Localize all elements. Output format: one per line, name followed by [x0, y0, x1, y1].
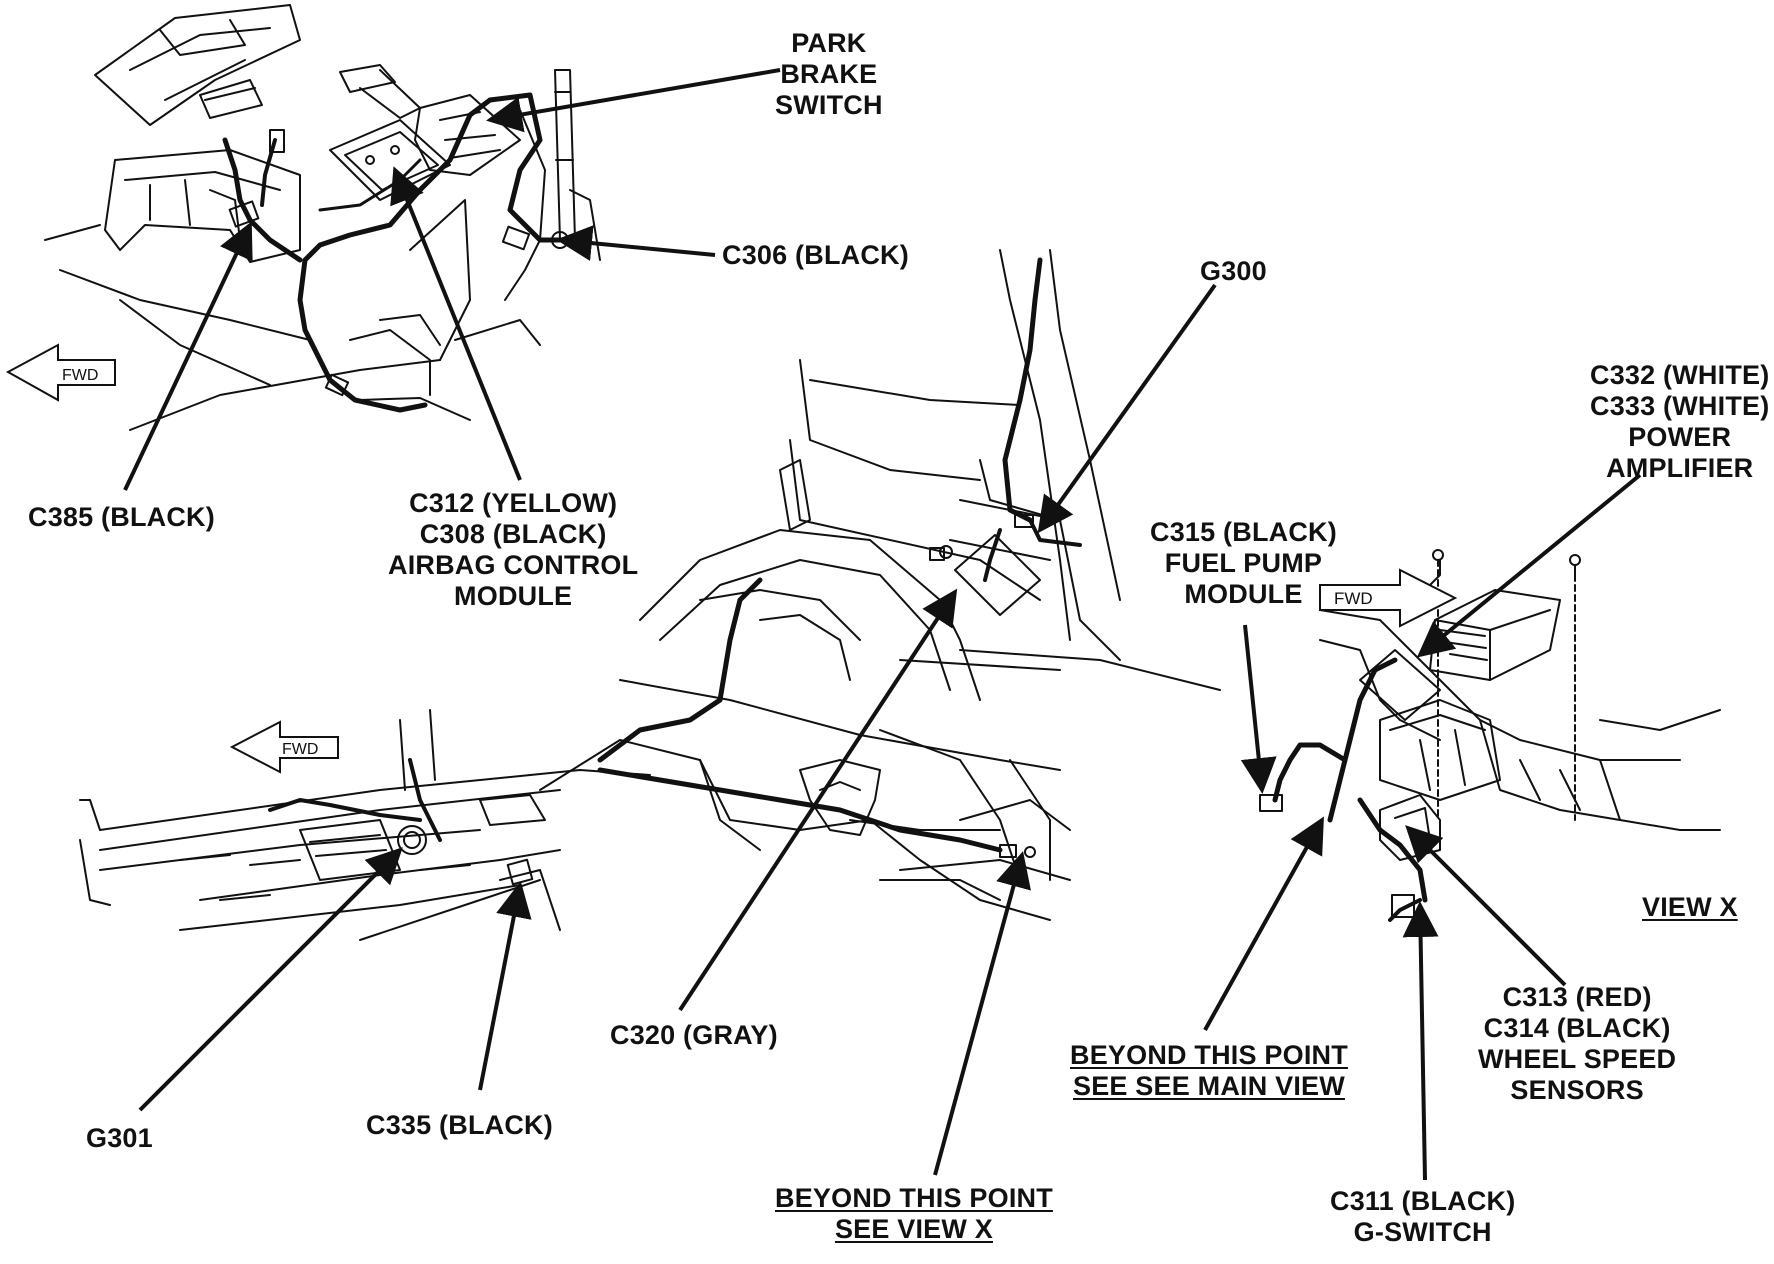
- label-g301: G301: [86, 1123, 153, 1153]
- leader-power-amp: [1416, 473, 1642, 658]
- leader-g301: [138, 847, 403, 1112]
- leader-c311: [1402, 901, 1439, 1181]
- leader-beyond-main: [1203, 816, 1324, 1031]
- label-wheel-speed-sensors: C313 (RED) C314 (BLACK) WHEEL SPEED SENS…: [1478, 982, 1677, 1105]
- leader-beyond-viewx: [933, 851, 1031, 1176]
- fwd-arrow-topleft: FWD: [5, 343, 116, 402]
- label-beyond-main-view: BEYOND THIS POINT SEE SEE MAIN VIEW: [1070, 1040, 1348, 1101]
- label-c320: C320 (GRAY): [610, 1020, 778, 1050]
- view-x-drawing: [1259, 549, 1721, 922]
- label-power-amplifier: C332 (WHITE) C333 (WHITE) POWER AMPLIFIE…: [1590, 360, 1770, 483]
- fwd-text: FWD: [1334, 589, 1373, 608]
- fwd-text: FWD: [282, 741, 318, 758]
- leader-c385: [123, 221, 253, 491]
- console-area-drawing: [44, 4, 601, 431]
- label-view-x: VIEW X: [1642, 892, 1738, 922]
- label-g300: G300: [1200, 256, 1267, 286]
- fwd-text: FWD: [62, 367, 98, 384]
- leader-airbag: [390, 166, 522, 481]
- leader-lines: [123, 68, 1642, 1181]
- leader-c335: [478, 881, 532, 1091]
- fwd-arrow-viewx: FWD: [1319, 568, 1458, 628]
- label-c335: C335 (BLACK): [366, 1110, 553, 1140]
- cargo-area-drawing: [79, 249, 1221, 941]
- leader-wheel-speed: [1405, 825, 1567, 987]
- label-c311-g-switch: C311 (BLACK) G-SWITCH: [1330, 1186, 1516, 1247]
- fwd-arrow-center: FWD: [229, 720, 339, 774]
- label-park-brake-switch: PARK BRAKE SWITCH: [775, 28, 883, 120]
- leader-c320: [678, 588, 958, 1012]
- label-airbag-control-module: C312 (YELLOW) C308 (BLACK) AIRBAG CONTRO…: [388, 488, 639, 611]
- label-c385: C385 (BLACK): [28, 502, 215, 532]
- label-fuel-pump-module: C315 (BLACK) FUEL PUMP MODULE: [1150, 517, 1337, 609]
- label-beyond-view-x: BEYOND THIS POINT SEE VIEW X: [775, 1183, 1053, 1244]
- leader-park-brake: [486, 68, 781, 133]
- leader-c306: [556, 225, 716, 261]
- label-c306: C306 (BLACK): [722, 240, 909, 270]
- leader-c315: [1240, 624, 1277, 794]
- leader-g300: [1037, 283, 1217, 534]
